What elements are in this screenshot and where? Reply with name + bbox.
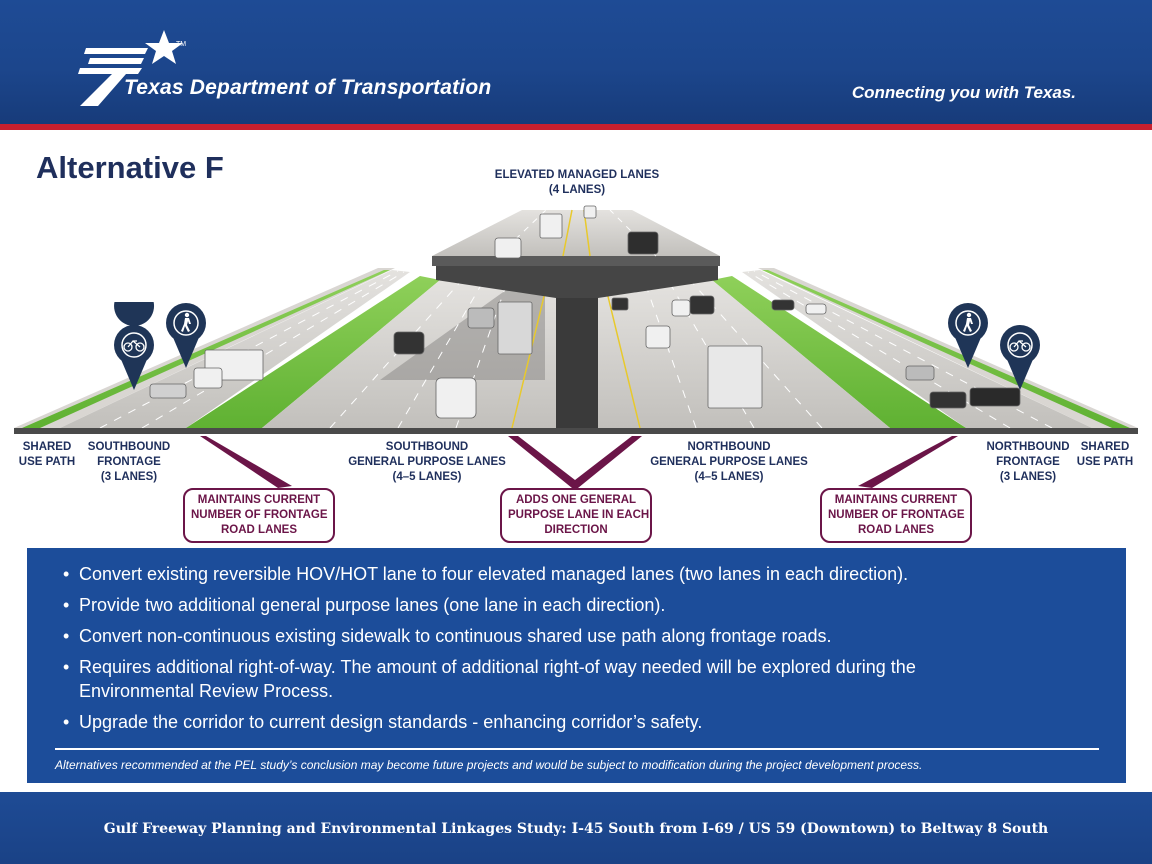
- shared-use-path-right-label: SHARED USE PATH: [1076, 441, 1134, 468]
- bullet-item: Convert non-continuous existing sidewalk…: [63, 624, 1103, 648]
- bicycle-icon: [123, 340, 145, 352]
- header-banner: TM Texas Department of Transportation Co…: [0, 0, 1152, 124]
- footer-banner: Gulf Freeway Planning and Environmental …: [0, 792, 1152, 864]
- northbound-frontage-label: NORTHBOUND FRONTAGE (3 LANES): [986, 441, 1070, 483]
- cross-section-diagram: ELEVATED MANAGED LANES (4 LANES) SHARED …: [0, 130, 1152, 550]
- southbound-gp-label: SOUTHBOUND GENERAL PURPOSE LANES (4–5 LA…: [348, 441, 506, 483]
- callout-pointers: [200, 436, 958, 488]
- southbound-frontage-label: SOUTHBOUND FRONTAGE (3 LANES): [87, 441, 171, 483]
- tagline: Connecting you with Texas.: [851, 83, 1076, 102]
- details-panel: Convert existing reversible HOV/HOT lane…: [27, 548, 1126, 783]
- page-title: Alternative F: [36, 150, 224, 185]
- pedestrian-icon: [181, 312, 191, 332]
- callout-right-frontage: MAINTAINS CURRENT NUMBER OF FRONTAGE ROA…: [820, 488, 972, 543]
- right-frontage-road: [712, 268, 1138, 429]
- pedestrian-icon: [963, 312, 973, 332]
- bicycle-marker: [114, 302, 154, 390]
- bullet-item: Requires additional right-of-way. The am…: [63, 655, 953, 703]
- pedestrian-marker: [948, 303, 988, 368]
- callout-left-frontage: MAINTAINS CURRENT NUMBER OF FRONTAGE ROA…: [183, 488, 335, 543]
- bicycle-icon: [1009, 340, 1031, 352]
- left-markers: [114, 302, 206, 390]
- divider: [55, 748, 1099, 750]
- header-red-rule: [0, 124, 1152, 130]
- bullet-item: Convert existing reversible HOV/HOT lane…: [63, 562, 1103, 586]
- left-frontage-road: [14, 268, 440, 429]
- pedestrian-marker: [166, 303, 206, 368]
- callout-center-gp: ADDS ONE GENERAL PURPOSE LANE IN EACH DI…: [500, 488, 652, 543]
- bicycle-marker: [1000, 325, 1040, 390]
- elevated-lanes-label: ELEVATED MANAGED LANES (4 LANES): [494, 169, 660, 196]
- vehicles: [149, 205, 1021, 419]
- ground-edge: [14, 428, 1138, 434]
- highway-illustration: [14, 205, 1138, 434]
- bullet-item: Provide two additional general purpose l…: [63, 593, 1103, 617]
- bullet-list: Convert existing reversible HOV/HOT lane…: [63, 562, 1103, 741]
- disclaimer: Alternatives recommended at the PEL stud…: [55, 758, 923, 772]
- trademark-mark: TM: [176, 41, 186, 48]
- right-markers: [948, 303, 1040, 390]
- txdot-logo: TM: [78, 30, 186, 106]
- bullet-item: Upgrade the corridor to current design s…: [63, 710, 1103, 734]
- shared-use-path-left-label: SHARED USE PATH: [18, 441, 76, 468]
- organization-name: Texas Department of Transportation: [124, 76, 492, 99]
- northbound-gp-label: NORTHBOUND GENERAL PURPOSE LANES (4–5 LA…: [650, 441, 808, 483]
- footer-study-title: Gulf Freeway Planning and Environmental …: [103, 821, 1049, 837]
